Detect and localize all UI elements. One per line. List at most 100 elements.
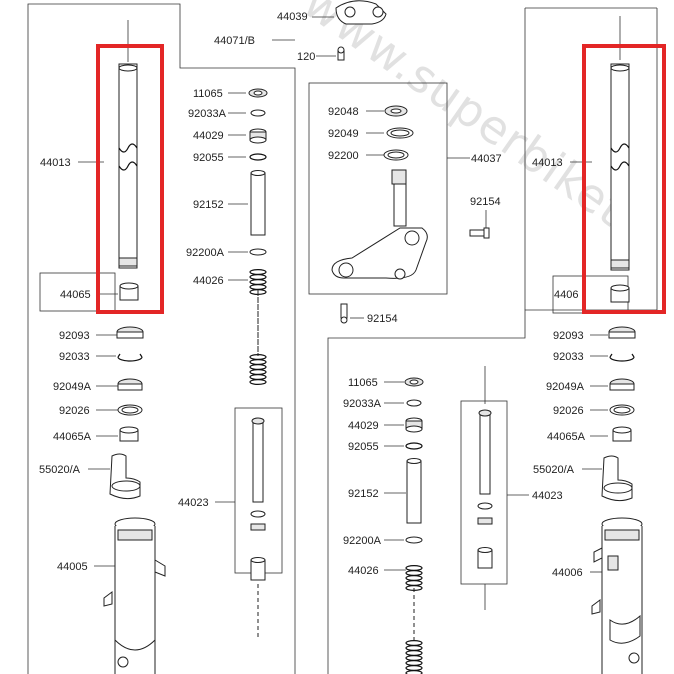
right-cap-bolt-11065[interactable] — [404, 377, 424, 387]
stem-seal-92048[interactable] — [384, 105, 408, 117]
spring-coil — [249, 379, 267, 386]
spring-coil — [405, 644, 423, 651]
steering-stem-44037[interactable] — [331, 169, 428, 280]
right-oring-92033a[interactable] — [406, 399, 422, 407]
left-washer-92200a[interactable] — [249, 248, 267, 256]
label-92033a-right: 92033A — [343, 398, 382, 410]
left-oring-92055[interactable] — [249, 153, 267, 161]
highlight-box-left-inner-tube — [96, 44, 164, 314]
label-92049a-left: 92049A — [53, 381, 92, 393]
label-44065a-right: 44065A — [547, 431, 586, 443]
bolt-120[interactable] — [337, 46, 345, 61]
left-washer-92026[interactable] — [117, 404, 143, 416]
left-inner-tube-44013[interactable] — [118, 20, 138, 269]
highlight-box-right-inner-tube — [582, 44, 666, 314]
left-spring-44026[interactable] — [249, 269, 267, 386]
label-44013-left: 44013 — [40, 157, 71, 169]
spring-coil — [405, 564, 423, 571]
steering-stem-group-box — [308, 82, 448, 295]
label-92154-lower: 92154 — [367, 313, 398, 325]
left-oil-seal-92093[interactable] — [116, 326, 144, 339]
left-dust-seal-92049a[interactable] — [117, 378, 143, 391]
left-44065-box — [39, 272, 116, 312]
right-spacer-92152[interactable] — [406, 458, 422, 524]
right-spring-44026[interactable] — [405, 564, 423, 674]
label-92026-right: 92026 — [553, 405, 584, 417]
spring-coil — [405, 664, 423, 671]
label-92200a-left: 92200A — [186, 247, 225, 259]
spring-coil — [249, 269, 267, 276]
left-circlip-92033[interactable] — [117, 353, 143, 362]
spring-coil — [249, 359, 267, 366]
label-92200: 92200 — [328, 150, 359, 162]
label-92093-left: 92093 — [59, 330, 90, 342]
left-bushing-44065[interactable] — [119, 282, 139, 301]
label-92154-upper: 92154 — [470, 196, 501, 208]
spring-coil — [249, 374, 267, 381]
label-92152-left: 92152 — [193, 199, 224, 211]
right-bushing-44065a[interactable] — [612, 426, 632, 442]
right-dust-seal-92049a[interactable] — [609, 378, 635, 391]
spring-coil — [405, 670, 423, 674]
spring-coil — [249, 279, 267, 286]
label-44026-right: 44026 — [348, 565, 379, 577]
left-outer-tube-44005[interactable] — [103, 517, 166, 674]
label-44029-left: 44029 — [193, 130, 224, 142]
label-55020a-right: 55020/A — [533, 464, 575, 476]
spring-coil — [405, 574, 423, 581]
right-cap-44029[interactable] — [405, 417, 423, 433]
right-damper-rod-44023[interactable] — [477, 366, 493, 610]
label-92152-right: 92152 — [348, 488, 379, 500]
label-55020a-left: 55020/A — [39, 464, 81, 476]
right-oil-seal-92093[interactable] — [608, 326, 636, 339]
label-44023-right: 44023 — [532, 490, 563, 502]
left-bushing-44065a[interactable] — [119, 426, 139, 442]
label-92055-left: 92055 — [193, 152, 224, 164]
label-4406-right: 4406 — [554, 289, 578, 301]
spring-coil — [405, 579, 423, 586]
stem-bolt-92154-a[interactable] — [469, 227, 490, 239]
label-92033-right: 92033 — [553, 351, 584, 363]
label-120: 120 — [297, 51, 315, 63]
left-oring-92033a[interactable] — [250, 109, 266, 117]
right-bushing-4406[interactable] — [610, 284, 630, 303]
spring-coil — [249, 284, 267, 291]
right-oring-92055[interactable] — [405, 442, 423, 450]
left-fork-guard-55020a[interactable] — [109, 453, 141, 500]
label-11065-right: 11065 — [348, 377, 378, 389]
label-92200a-right: 92200A — [343, 535, 382, 547]
right-circlip-92033[interactable] — [609, 353, 635, 362]
left-spacer-92152[interactable] — [250, 170, 266, 236]
left-group-boundary — [27, 3, 296, 674]
right-inner-tube-44013[interactable] — [610, 16, 630, 271]
label-44026-left: 44026 — [193, 275, 224, 287]
part-labels: 44039 120 44071/B 11065 92033A 44029 920… — [39, 11, 586, 579]
spring-coil — [405, 649, 423, 656]
label-92055-right: 92055 — [348, 441, 379, 453]
label-11065-left: 11065 — [193, 88, 223, 100]
label-92049a-right: 92049A — [546, 381, 585, 393]
left-damper-rod-44023[interactable] — [250, 290, 266, 640]
label-92033-left: 92033 — [59, 351, 90, 363]
right-washer-92026[interactable] — [609, 404, 635, 416]
label-44013-right: 44013 — [532, 157, 563, 169]
left-cap-bolt-11065[interactable] — [248, 88, 268, 98]
label-44039: 44039 — [277, 11, 308, 23]
left-cap-44029[interactable] — [249, 128, 267, 144]
spring-coil — [249, 364, 267, 371]
label-44006: 44006 — [552, 567, 583, 579]
stem-bolt-92154-b[interactable] — [340, 303, 348, 324]
right-washer-92200a[interactable] — [405, 536, 423, 544]
stem-washer-92200[interactable] — [383, 149, 409, 161]
label-44005: 44005 — [57, 561, 88, 573]
leader-lines — [78, 16, 608, 573]
stem-ring-92049[interactable] — [386, 127, 414, 139]
label-92049: 92049 — [328, 128, 359, 140]
label-92026-left: 92026 — [59, 405, 90, 417]
label-44071b: 44071/B — [214, 35, 255, 47]
top-bracket-44039[interactable] — [335, 0, 387, 25]
right-fork-guard-55020a[interactable] — [601, 455, 633, 502]
right-outer-tube-44006[interactable] — [591, 517, 643, 674]
right-damper-box — [460, 400, 508, 585]
